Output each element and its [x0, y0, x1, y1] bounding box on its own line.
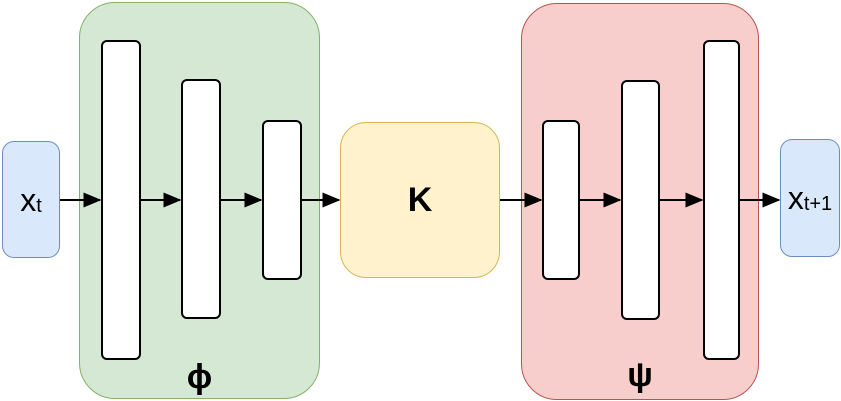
input-state-base-label: x [20, 181, 37, 218]
encoder-layer-bar-2 [181, 79, 221, 319]
encoder-layer-bar-1 [101, 40, 141, 360]
decoder-layer-bar-2 [621, 80, 660, 320]
koopman-operator-box: K [340, 122, 500, 278]
encoder-label: ϕ [186, 358, 213, 396]
decoder-layer-bar-3 [703, 40, 740, 360]
output-state-base-label: x [787, 180, 804, 216]
decoder-label: ψ [627, 356, 653, 394]
encoder-layer-bar-3 [262, 120, 302, 280]
decoder-layer-bar-1 [542, 120, 580, 280]
koopman-operator-label: K [407, 180, 433, 219]
input-state-subscript: t [36, 194, 42, 217]
output-state-subscript: t+1 [803, 193, 833, 215]
